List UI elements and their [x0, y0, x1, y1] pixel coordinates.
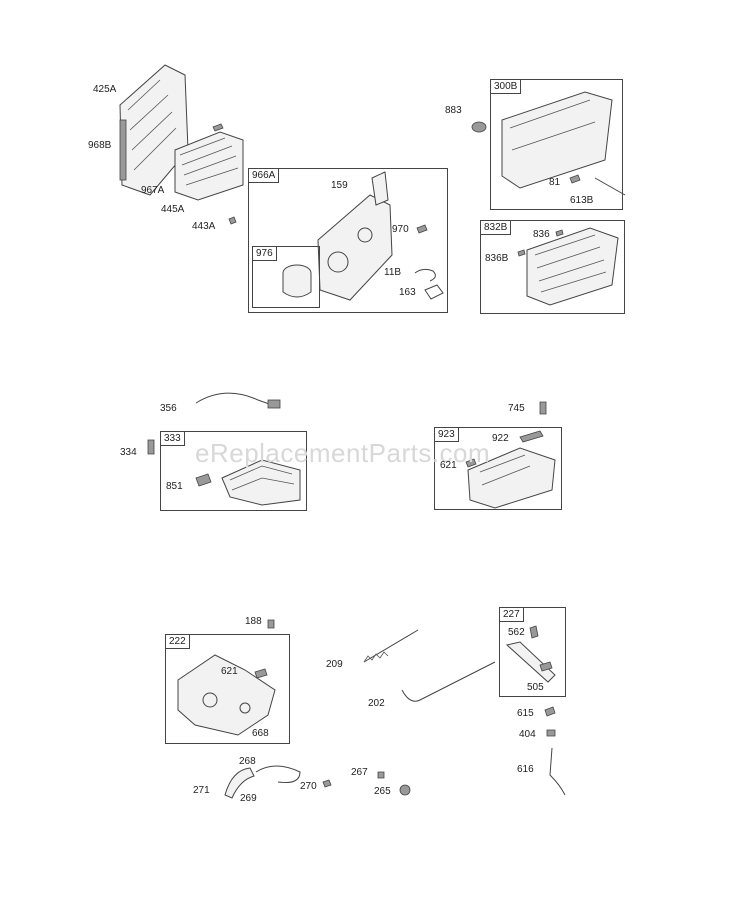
part-label-443A[interactable]: 443A	[192, 221, 216, 232]
group-box-227: 227	[499, 607, 566, 697]
group-box-300B: 300B	[490, 79, 623, 210]
group-box-222: 222	[165, 634, 290, 744]
part-label-836B[interactable]: 836B	[485, 253, 509, 264]
part-label-745[interactable]: 745	[508, 403, 525, 414]
group-label: 333	[161, 432, 185, 446]
carburetor-drawing	[317, 171, 444, 301]
part-label-922[interactable]: 922	[492, 433, 509, 444]
part-label-445A[interactable]: 445A	[161, 204, 185, 215]
group-box-832B: 832B	[480, 220, 625, 314]
part-label-334[interactable]: 334	[120, 447, 137, 458]
part-label-202[interactable]: 202	[368, 698, 385, 709]
governor-drawing	[465, 430, 556, 509]
throttle-lever-drawing	[505, 625, 556, 683]
group-label: 832B	[481, 221, 512, 235]
watermark: eReplacementParts.com	[195, 438, 491, 468]
brake-271-drawing	[224, 767, 255, 799]
group-label: 227	[500, 608, 524, 622]
part-label-356[interactable]: 356	[160, 403, 177, 414]
group-box-976: 976	[252, 246, 320, 308]
group-box-333: 333	[160, 431, 307, 511]
group-box-966A: 966A	[248, 168, 448, 313]
air-filter-drawing	[174, 131, 244, 201]
group-label: 966A	[249, 169, 280, 183]
part-label-505[interactable]: 505	[527, 682, 544, 693]
part-label-265[interactable]: 265	[374, 786, 391, 797]
part-label-159[interactable]: 159	[331, 180, 348, 191]
part-label-269[interactable]: 269	[240, 793, 257, 804]
part-label-616[interactable]: 616	[517, 764, 534, 775]
part-label-621-bracket[interactable]: 621	[221, 666, 238, 677]
part-label-615[interactable]: 615	[517, 708, 534, 719]
part-label-267[interactable]: 267	[351, 767, 368, 778]
part-label-621-governor[interactable]: 621	[440, 460, 457, 471]
part-label-271[interactable]: 271	[193, 785, 210, 796]
part-label-81[interactable]: 81	[549, 177, 561, 188]
part-label-209[interactable]: 209	[326, 659, 343, 670]
muffler-drawing	[471, 91, 626, 196]
link-202-drawing	[401, 661, 496, 702]
part-label-163[interactable]: 163	[399, 287, 416, 298]
part-label-851[interactable]: 851	[166, 481, 183, 492]
part-label-970[interactable]: 970	[392, 224, 409, 235]
spring-209-drawing	[363, 629, 419, 663]
group-label: 923	[435, 428, 459, 442]
group-label: 222	[166, 635, 190, 649]
group-box-923: 923	[434, 427, 562, 510]
group-label: 300B	[491, 80, 522, 94]
group-label: 976	[253, 247, 277, 261]
ignition-coil-drawing	[195, 459, 301, 506]
float-bowl-drawing	[282, 264, 312, 298]
part-label-836[interactable]: 836	[533, 229, 550, 240]
part-label-11B[interactable]: 11B	[384, 267, 402, 278]
part-label-425A[interactable]: 425A	[93, 84, 117, 95]
part-label-613B[interactable]: 613B	[570, 195, 594, 206]
muffler-guard-drawing	[517, 227, 619, 306]
part-label-268[interactable]: 268	[239, 756, 256, 767]
part-label-562[interactable]: 562	[508, 627, 525, 638]
part-label-967A[interactable]: 967A	[141, 185, 165, 196]
part-label-188[interactable]: 188	[245, 616, 262, 627]
part-label-404[interactable]: 404	[519, 729, 536, 740]
part-label-968B[interactable]: 968B	[88, 140, 112, 151]
part-label-270[interactable]: 270	[300, 781, 317, 792]
wire-356-drawing	[195, 392, 273, 406]
part-label-883[interactable]: 883	[445, 105, 462, 116]
cable-269-drawing	[255, 765, 301, 783]
control-bracket-drawing	[177, 654, 276, 736]
part-label-668[interactable]: 668	[252, 728, 269, 739]
